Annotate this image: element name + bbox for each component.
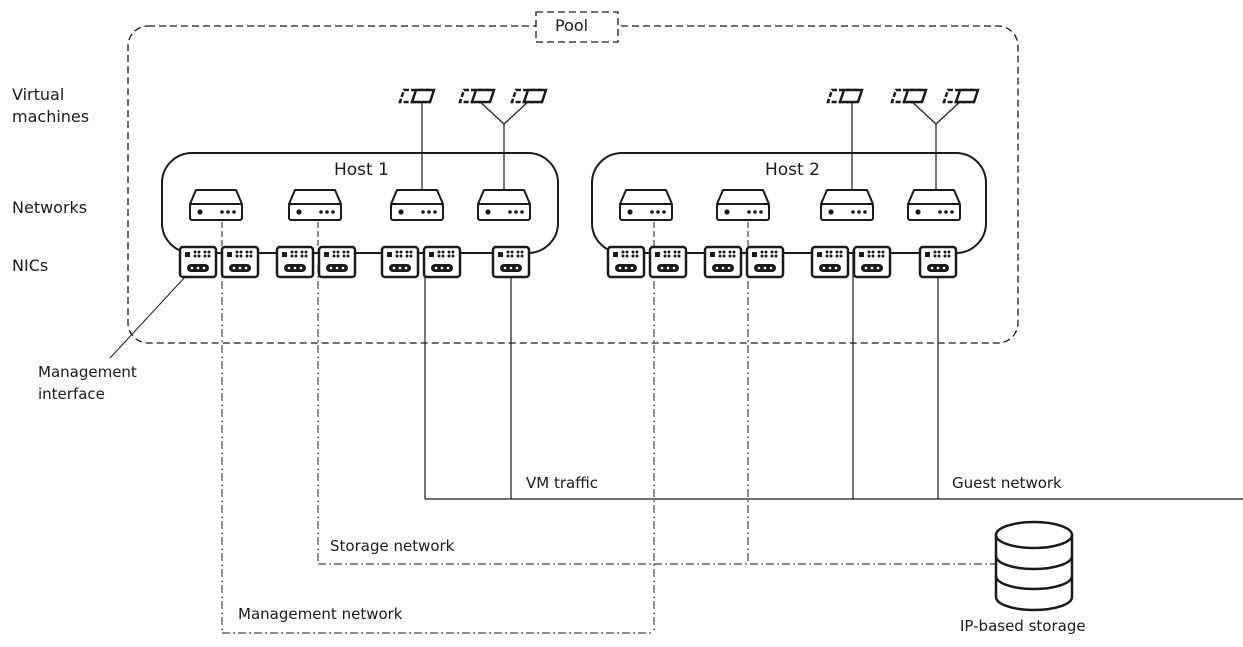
- host-2-label: Host 2: [765, 160, 820, 180]
- vm-icon-h2-3: [942, 88, 980, 104]
- vm-icon-h1-2: [458, 88, 496, 104]
- nic-icon-h2-4: [745, 245, 785, 279]
- nic-icon-h2-7: [918, 245, 958, 279]
- nic-icon-h1-4: [317, 245, 357, 279]
- pool-label: Pool: [549, 16, 595, 35]
- nic-icon-h2-6: [852, 245, 892, 279]
- host-1-label: Host 1: [334, 160, 389, 180]
- vm-traffic-lines: [424, 250, 1243, 500]
- network-icon-h1-1: [189, 189, 243, 221]
- nic-icon-h1-7: [491, 245, 531, 279]
- vm-links-host-1: [421, 99, 531, 190]
- management-interface-pointer: [109, 275, 187, 359]
- row-label-virtual-machines: Virtual machines: [12, 85, 90, 126]
- nic-icon-h2-5: [810, 245, 850, 279]
- row-label-networks: Networks: [12, 198, 88, 217]
- nic-icon-h2-3: [703, 245, 743, 279]
- vm-icon-h1-1: [398, 88, 436, 104]
- row-label-nics: NICs: [12, 256, 49, 275]
- vm-icon-h2-2: [890, 88, 928, 104]
- nic-icon-h1-3: [275, 245, 315, 279]
- vm-traffic-label: VM traffic: [526, 474, 598, 492]
- guest-network-label: Guest network: [952, 474, 1062, 492]
- management-network-label: Management network: [238, 605, 403, 623]
- vm-icon-h1-3: [510, 88, 548, 104]
- nic-icon-h1-1: [178, 245, 218, 279]
- pool-boundary: [127, 25, 1019, 344]
- network-icon-h2-3: [820, 189, 874, 221]
- ip-storage-label: IP-based storage: [960, 617, 1086, 635]
- vm-icon-h2-1: [826, 88, 864, 104]
- network-icon-h1-2: [288, 189, 342, 221]
- nic-icon-h2-2: [648, 245, 688, 279]
- nic-icon-h1-5: [380, 245, 420, 279]
- network-icon-h1-4: [477, 189, 531, 221]
- management-interface-label: Management interface: [38, 363, 137, 403]
- network-icon-h2-2: [716, 189, 770, 221]
- host-1-box: [161, 152, 559, 254]
- network-icon-h2-4: [907, 189, 961, 221]
- database-icon: [994, 520, 1074, 612]
- host-internal-lines: [221, 222, 749, 250]
- network-icon-h1-3: [390, 189, 444, 221]
- network-icon-h2-1: [619, 189, 673, 221]
- management-network-lines: [221, 265, 655, 634]
- nic-icon-h1-2: [220, 245, 260, 279]
- vm-links-host-2: [851, 99, 963, 190]
- storage-network-lines: [317, 265, 996, 565]
- nic-icon-h1-6: [422, 245, 462, 279]
- nic-icon-h2-1: [606, 245, 646, 279]
- storage-network-label: Storage network: [330, 537, 455, 555]
- host-2-box: [591, 152, 987, 254]
